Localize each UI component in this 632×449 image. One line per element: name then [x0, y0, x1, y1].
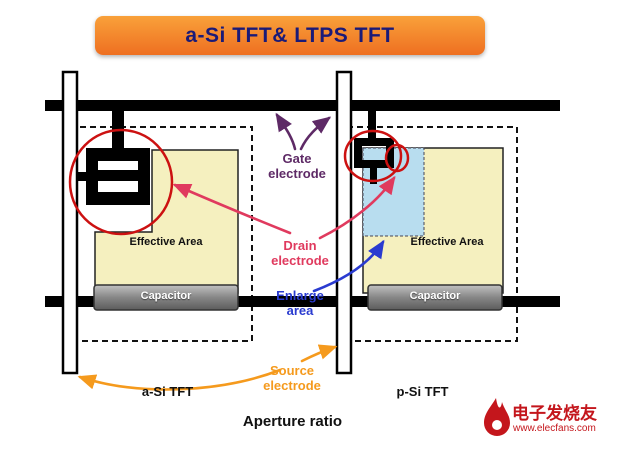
p-si-effective-area-label: Effective Area [410, 236, 484, 248]
watermark-brand: 电子发烧友 [512, 404, 597, 423]
gate-line-bottom [45, 296, 560, 307]
p-si-tft-structure [354, 106, 394, 184]
enlarge-area-arrow [312, 239, 385, 293]
watermark-site: www.elecfans.com [513, 423, 596, 434]
source-electrode-arrows [77, 344, 338, 391]
a-si-capacitor-label: Capacitor [140, 290, 192, 302]
gate-line-top [45, 100, 560, 111]
p-si-capacitor-bar [367, 284, 503, 311]
data-line-left [61, 70, 79, 375]
page-title: a-Si TFT& LTPS TFT [185, 23, 395, 47]
p-si-tft-highlight-circle [343, 129, 403, 183]
title-banner: a-Si TFT& LTPS TFT [95, 16, 485, 55]
gate-electrode-arrows [275, 112, 332, 151]
p-si-drain-highlight-circle [384, 143, 410, 173]
a-si-tft-highlight-circle [68, 128, 174, 236]
a-si-effective-area-label: Effective Area [129, 236, 203, 248]
a-si-capacitor-bar [93, 284, 239, 311]
drain-electrode-arrows [172, 175, 396, 240]
source-electrode-label: Source electrode [263, 363, 321, 394]
drain-electrode-label: Drain electrode [271, 238, 329, 269]
aperture-ratio-caption: Aperture ratio [242, 413, 343, 430]
p-si-tft-caption: p-Si TFT [396, 384, 449, 399]
watermark-flame-icon [484, 398, 510, 436]
a-si-tft-caption: a-Si TFT [141, 384, 194, 399]
gate-electrode-label: Gate electrode [268, 151, 326, 182]
a-si-tft-structure [77, 106, 150, 205]
enlarge-area-label: Enlarge area [276, 288, 324, 319]
p-si-capacitor-label: Capacitor [409, 290, 461, 302]
